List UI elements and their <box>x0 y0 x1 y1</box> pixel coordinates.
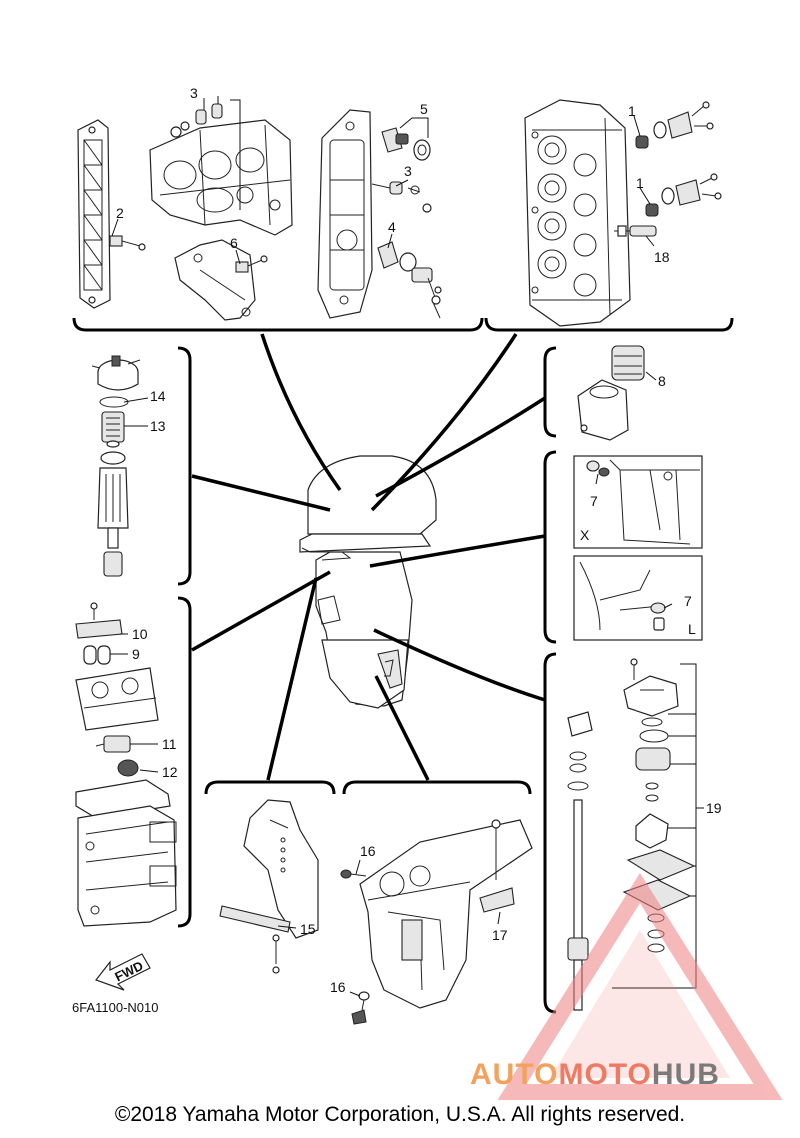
callout-18: 18 <box>654 249 670 265</box>
callout-16-upper: 16 <box>360 843 376 859</box>
view-l-box <box>573 555 703 641</box>
top-brackets <box>72 317 734 332</box>
watermark-logo: AUTOMOTOHUB <box>470 1058 720 1092</box>
view-x-box <box>573 455 703 549</box>
callout-19: 19 <box>706 800 722 816</box>
outboard-silhouette <box>299 455 437 709</box>
callout-16-lower: 16 <box>330 979 346 995</box>
bottom-brackets <box>204 780 532 795</box>
callout-13: 13 <box>150 418 166 434</box>
callout-7-lower: 7 <box>684 593 692 609</box>
callout-4: 4 <box>388 219 396 235</box>
copyright-notice: ©2018 Yamaha Motor Corporation, U.S.A. A… <box>114 1103 686 1126</box>
right-brackets <box>543 346 557 1014</box>
callout-15: 15 <box>300 921 316 937</box>
callout-6: 6 <box>230 235 238 251</box>
logo-moto: MOTO <box>558 1058 652 1091</box>
oil-filter-assembly <box>577 345 645 441</box>
crankcase-block <box>149 96 293 236</box>
callout-3-upper: 3 <box>190 85 198 101</box>
callout-14: 14 <box>150 388 166 404</box>
fwd-arrow-icon <box>95 953 151 991</box>
view-label-l: L <box>688 621 696 637</box>
diagram-code: 6FA1100-N010 <box>72 1000 159 1015</box>
callout-7-upper: 7 <box>590 493 598 509</box>
vapor-separator <box>75 602 177 927</box>
callout-12: 12 <box>162 764 178 780</box>
cylinder-head <box>524 99 722 327</box>
callout-11: 11 <box>162 736 177 752</box>
callout-10: 10 <box>132 626 148 642</box>
view-label-x: X <box>580 527 590 543</box>
callout-1-upper: 1 <box>628 103 636 119</box>
callout-leaders <box>110 98 704 997</box>
watermark-triangle-icon <box>497 872 783 1100</box>
callout-9: 9 <box>132 646 140 662</box>
gasket-plate <box>77 119 146 309</box>
exhaust-cover <box>317 109 442 319</box>
lower-unit <box>340 819 533 1025</box>
callout-2: 2 <box>116 205 124 221</box>
callout-5: 5 <box>420 101 428 117</box>
callout-17: 17 <box>492 927 508 943</box>
logo-hub: HUB <box>651 1058 720 1091</box>
callout-8: 8 <box>658 373 666 389</box>
callout-1-lower: 1 <box>636 175 644 191</box>
callout-3-lower: 3 <box>404 163 412 179</box>
steering-bracket <box>219 799 319 974</box>
logo-auto: AUTO <box>470 1058 559 1091</box>
sensor-bracket <box>174 239 268 321</box>
fwd-label: FWD <box>112 958 145 984</box>
main-leaders <box>191 333 546 781</box>
fuel-filter <box>91 355 141 577</box>
left-brackets <box>177 346 192 928</box>
